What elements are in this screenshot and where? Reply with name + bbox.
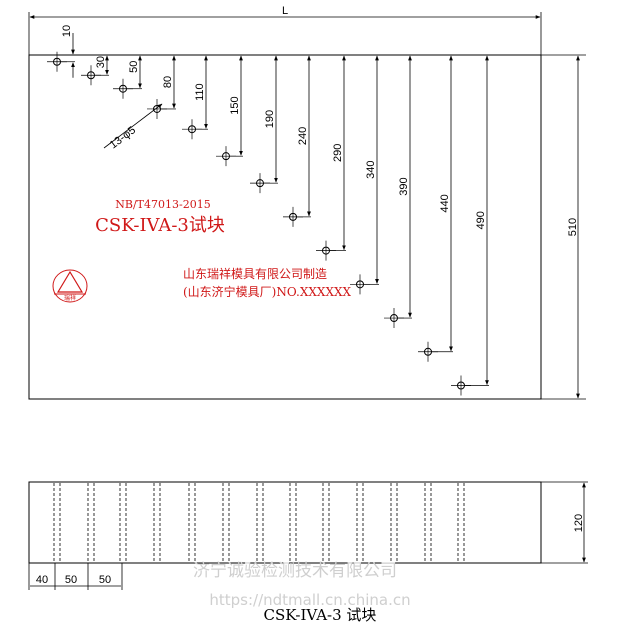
spacing-label-3: 50	[99, 574, 111, 586]
front-view-outline	[28, 54, 542, 400]
depth-label-5: 110	[194, 83, 206, 101]
height-dimension: 510	[541, 54, 586, 400]
spacing-label-1: 40	[36, 574, 48, 586]
depth-label-4: 80	[162, 76, 174, 88]
depth-label-2: 30	[95, 56, 107, 68]
depth-label-6: 150	[229, 96, 241, 114]
height-label: 510	[567, 218, 579, 236]
company-logo: 瑞祥	[52, 269, 88, 303]
hole-diameter-label: 13-φ5	[108, 124, 139, 151]
logo-text: 瑞祥	[64, 294, 76, 302]
standard-label: NB/T47013-2015	[115, 198, 210, 211]
depth-label-7: 190	[264, 110, 276, 128]
side-view-outline	[28, 481, 542, 564]
maker-sub-label: (山东济宁模具厂)NO.XXXXXX	[183, 284, 352, 299]
watermark-url: https://ndtmall.cn.china.cn	[209, 591, 410, 609]
model-label: CSK-IVA-3试块	[95, 215, 225, 236]
depth-label-9: 290	[332, 144, 344, 162]
drawing-caption: CSK-IVA-3 试块	[264, 606, 377, 624]
depth-label-8: 240	[297, 127, 309, 145]
hole-group: 10 30 50 80 110 150 190 240 290 340 390 440 490	[47, 25, 489, 396]
maker-label: 山东瑞祥模具有限公司制造	[183, 267, 327, 281]
thickness-label: 120	[573, 514, 585, 532]
depth-label-1: 10	[61, 25, 73, 37]
depth-label-12: 440	[439, 194, 451, 212]
depth-label-3: 50	[128, 61, 140, 73]
length-dimension: L	[28, 5, 542, 55]
hole-diameter-callout: 13-φ5	[103, 103, 163, 151]
length-label: L	[282, 5, 288, 17]
spacing-label-2: 50	[65, 574, 77, 586]
depth-label-11: 390	[398, 177, 410, 195]
side-view-hole-lines	[53, 483, 465, 562]
watermark-company: 济宁诚验检测技术有限公司	[193, 561, 397, 581]
thickness-dimension: 120	[541, 481, 588, 564]
depth-label-10: 340	[365, 160, 377, 178]
bottom-spacing-dimensions: 40 50 50	[28, 563, 123, 590]
depth-label-13: 490	[475, 211, 487, 229]
